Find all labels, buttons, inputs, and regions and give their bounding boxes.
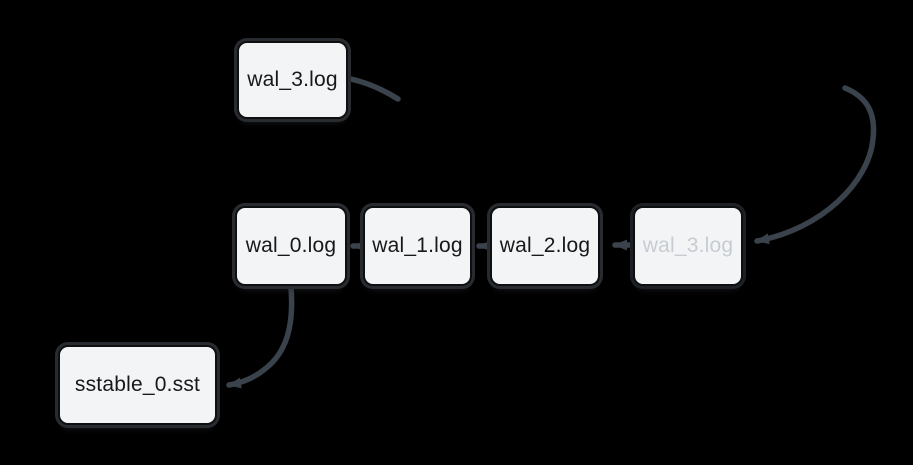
node-wal-2-log: wal_2.log xyxy=(490,206,600,286)
node-wal-3-log-top: wal_3.log xyxy=(237,41,348,119)
node-wal-0-log: wal_0.log xyxy=(235,206,347,286)
edge-curve-to-wal3-row xyxy=(754,85,877,245)
edge-wal0-to-sstable xyxy=(226,285,295,389)
node-label: wal_0.log xyxy=(245,234,337,257)
node-label: wal_3.log xyxy=(642,234,734,257)
node-wal-1-log: wal_1.log xyxy=(363,206,472,286)
node-label: wal_1.log xyxy=(372,234,463,257)
node-wal-3-log-faded: wal_3.log xyxy=(633,206,743,286)
edge-wal3top-stub xyxy=(348,76,401,102)
node-label: wal_2.log xyxy=(499,234,591,257)
node-label: sstable_0.sst xyxy=(74,373,201,396)
node-sstable-0-sst: sstable_0.sst xyxy=(58,345,217,425)
node-label: wal_3.log xyxy=(247,68,338,91)
